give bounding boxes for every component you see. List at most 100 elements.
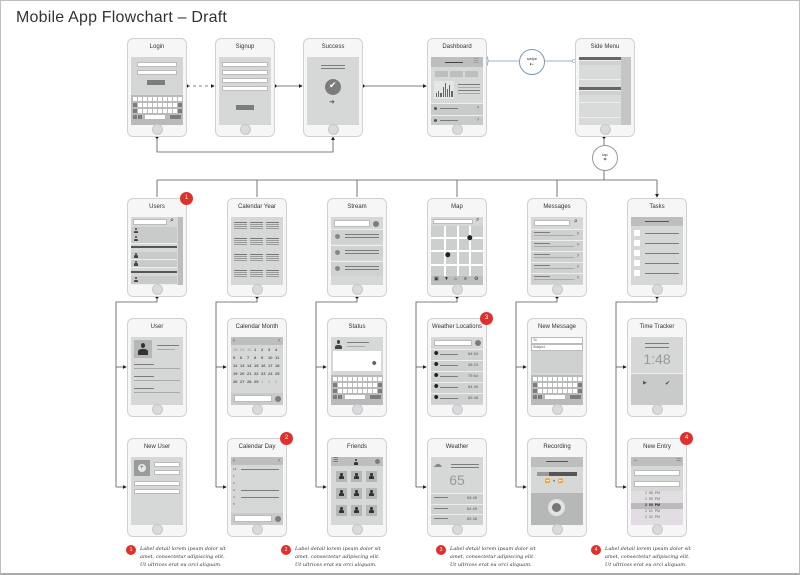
month-label <box>234 238 247 239</box>
password-field <box>137 70 177 75</box>
map-pin-icon: ⬤ <box>467 235 473 241</box>
email-field <box>134 481 180 486</box>
key <box>163 97 167 101</box>
swipe-arrow-icon: ⇠ <box>529 62 535 68</box>
calendar-day: 14 <box>247 363 252 368</box>
hour-label: 1 <box>233 474 235 478</box>
forecast-row <box>431 493 483 504</box>
annotation-badge: 1 <box>180 192 193 205</box>
home-button <box>352 404 363 415</box>
title-line <box>445 62 463 63</box>
home-button <box>252 404 263 415</box>
key <box>543 383 547 387</box>
month-days <box>250 226 263 227</box>
key <box>133 109 137 113</box>
screen-title: Users <box>149 204 165 210</box>
location-pin-icon: ⬤ <box>434 361 439 366</box>
text-line <box>134 388 154 389</box>
key <box>333 377 337 381</box>
text-line <box>345 234 379 235</box>
message-row <box>531 262 583 273</box>
entry-field <box>634 481 680 487</box>
month-days <box>234 242 247 243</box>
screen-content: ⌕⬤⬤▣▼⌂≡⚙ <box>431 217 483 285</box>
settings-icon <box>475 340 481 346</box>
search-icon: ⌕ <box>170 217 174 224</box>
user-row <box>131 251 177 261</box>
person-icon <box>133 228 138 233</box>
key <box>333 395 337 399</box>
key <box>173 109 177 113</box>
tap-label: tap <box>602 152 608 157</box>
content-edge <box>621 57 631 125</box>
person-body <box>339 493 344 496</box>
key <box>538 389 542 393</box>
person-body <box>339 476 344 479</box>
key <box>368 377 372 381</box>
prev-month-icon: ‹ <box>233 338 235 344</box>
calendar-day: 17 <box>268 363 273 368</box>
calendar-day: 1 <box>261 379 264 384</box>
temperature-range: 38 23 <box>468 362 479 367</box>
search-icon: ⌕ <box>476 217 480 223</box>
person-head <box>340 490 343 493</box>
message-row <box>531 229 583 240</box>
text-line <box>321 65 345 67</box>
home-button <box>152 284 163 295</box>
person-icon <box>334 340 343 349</box>
text-line <box>534 279 574 280</box>
space-key <box>345 395 365 399</box>
key <box>163 109 167 113</box>
header-bar <box>631 457 683 466</box>
month-label <box>250 270 263 271</box>
key <box>133 103 137 107</box>
tap-icon: ⌗ <box>603 157 607 163</box>
chart-bar <box>440 93 442 97</box>
note-text-line: amet, consectetur adipiscing elit. <box>140 554 225 560</box>
calendar-header <box>231 337 283 345</box>
home-button <box>452 524 463 535</box>
calendar-day: 30 <box>247 347 252 352</box>
home-button <box>652 524 663 535</box>
chevron-right-icon: › <box>477 105 479 111</box>
menu-item <box>579 79 621 88</box>
month-days <box>234 272 247 273</box>
key <box>338 395 342 399</box>
month-days <box>250 260 263 261</box>
screen-content <box>231 217 283 285</box>
key <box>133 115 137 119</box>
key <box>363 383 367 387</box>
screen-content: ⬤64 54⬤38 23⬤75 64⬤64 49⬤65 48 <box>431 337 483 405</box>
phone-screen-login: Login <box>127 38 187 137</box>
temperature-range: 65 48 <box>468 395 479 400</box>
person-head <box>370 507 373 510</box>
key <box>348 377 352 381</box>
text-line <box>440 398 458 399</box>
map-road <box>431 250 483 252</box>
person-body <box>353 461 359 465</box>
screen-title: Login <box>149 44 165 50</box>
month-days <box>250 244 263 245</box>
key <box>158 109 162 113</box>
month-days <box>234 240 247 241</box>
settings-icon <box>375 459 380 464</box>
screen-content <box>579 57 631 125</box>
text-line <box>434 507 448 509</box>
progress-remaining <box>549 472 577 476</box>
key <box>343 377 347 381</box>
key <box>173 97 177 101</box>
phone-screen-success: Success✔➔ <box>303 38 363 137</box>
key <box>148 97 152 101</box>
note-text-line: amet, consectetur adipiscing elit. <box>605 554 690 560</box>
user-row <box>131 259 177 269</box>
month-days <box>266 224 279 225</box>
month-days <box>250 240 263 241</box>
message-row <box>531 251 583 262</box>
person-body <box>339 510 344 513</box>
month-days <box>250 224 263 225</box>
